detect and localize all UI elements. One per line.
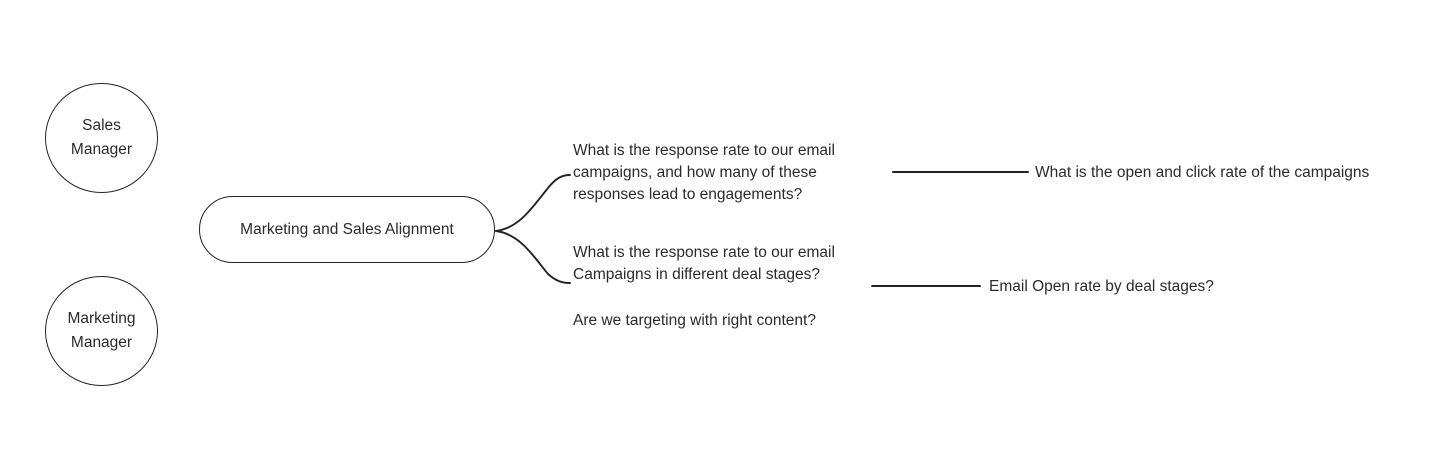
metric-text-email-open-rate-by-deal-stages[interactable]: Email Open rate by deal stages?	[989, 278, 1214, 295]
connector-topic-to-question-1	[495, 174, 571, 232]
persona-label-line-2: Manager	[70, 334, 133, 351]
connector-topic-to-question-2	[495, 230, 571, 284]
persona-label-line-1: Sales	[82, 116, 121, 134]
persona-label-line-2: Manager	[70, 141, 133, 158]
topic-node-marketing-and-sales-alignment[interactable]: Marketing and Sales Alignment	[199, 196, 495, 263]
topic-node-label: Marketing and Sales Alignment	[240, 220, 454, 238]
question-text-targeting-right-content[interactable]: Are we targeting with right content?	[573, 312, 816, 329]
persona-node-sales-manager[interactable]: Sales Manager	[45, 83, 158, 193]
question-text-response-rate-engagements[interactable]: What is the response rate to our email c…	[573, 142, 835, 203]
persona-node-marketing-manager[interactable]: Marketing Manager	[45, 276, 158, 386]
metric-text-open-and-click-rate[interactable]: What is the open and click rate of the c…	[1035, 164, 1370, 181]
persona-label-line-1: Marketing	[67, 309, 136, 327]
question-text-response-rate-deal-stages[interactable]: What is the response rate to our email C…	[573, 244, 835, 283]
